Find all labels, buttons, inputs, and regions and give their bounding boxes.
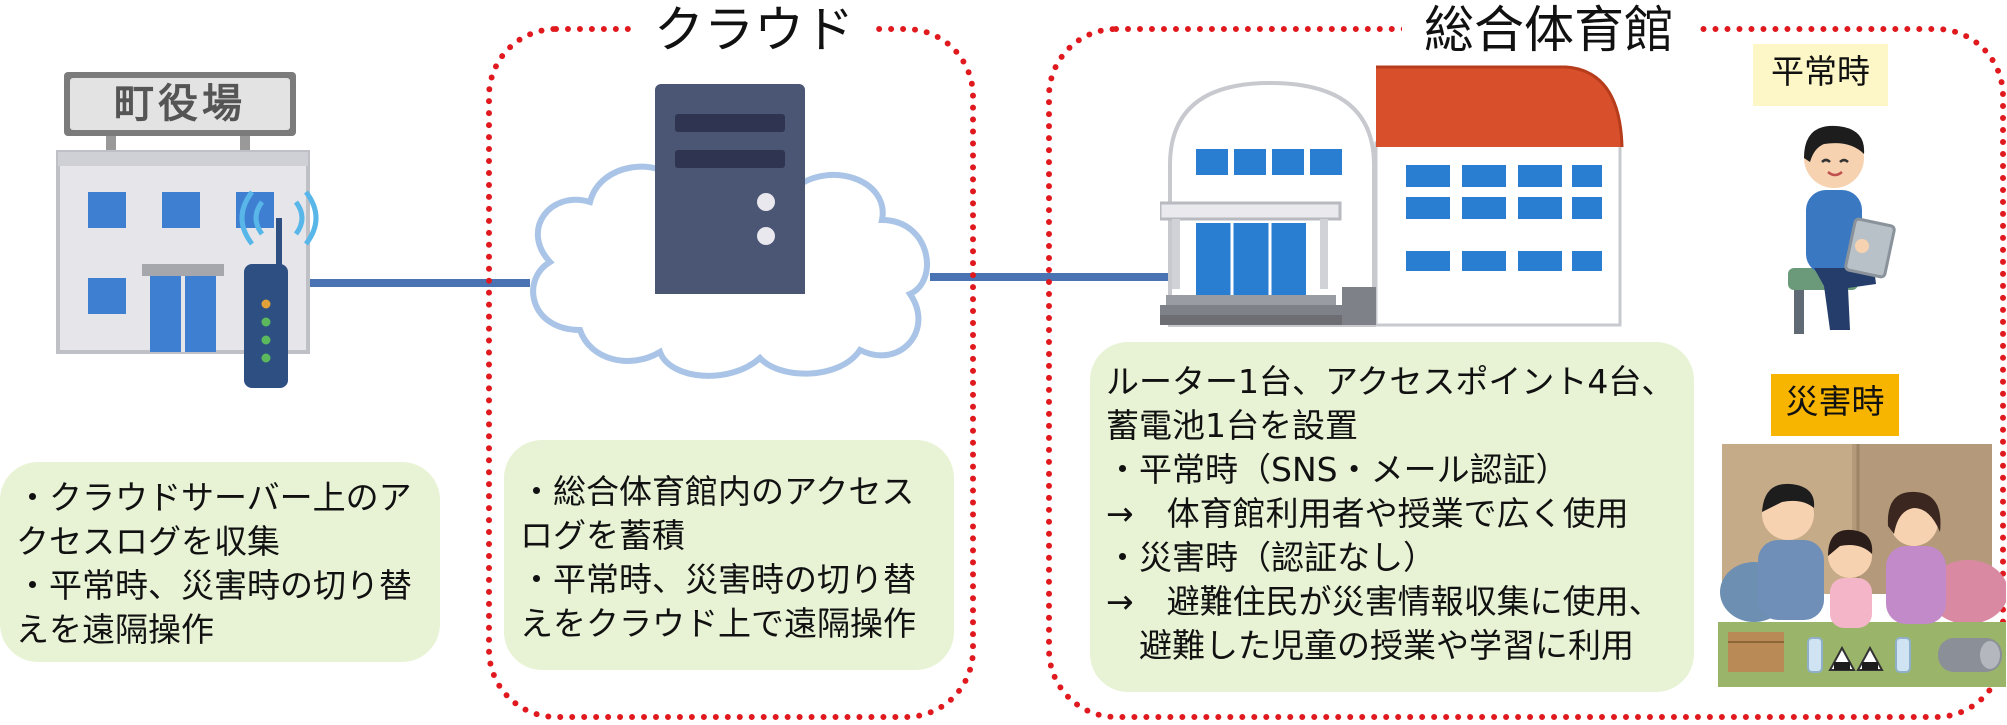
note-line: 避難した児童の授業や学習に利用 — [1106, 626, 1634, 665]
cloud-note: ・総合体育館内のアクセス ログを蓄積 ・平常時、災害時の切り替 えをクラウド上で… — [504, 440, 954, 670]
evacuee-family-icon — [1718, 444, 2007, 687]
note-line: 蓄電池1台を設置 — [1106, 406, 1358, 445]
gym-illustration — [1156, 55, 1630, 330]
note-line: ・平常時（SNS・メール認証） — [1106, 450, 1569, 489]
note-line: ・総合体育館内のアクセス — [520, 472, 915, 511]
note-line: → 体育館利用者や授業で広く使用 — [1106, 494, 1629, 533]
note-line: ・平常時、災害時の切り替 — [520, 560, 916, 599]
city-hall-sign-text: 町役場 — [114, 81, 246, 127]
person-with-tablet-icon — [1788, 125, 1896, 334]
disaster-time-label: 災害時 — [1771, 374, 1899, 436]
cloud-region-title: クラウド — [632, 0, 876, 60]
disaster-time-family-illustration — [1718, 442, 2007, 687]
note-line: えをクラウド上で遠隔操作 — [520, 604, 916, 643]
city-hall-note: ・クラウドサーバー上のア クセスログを収集 ・平常時、災害時の切り替 えを遠隔操… — [0, 462, 440, 662]
cloud-server-icon — [530, 84, 930, 379]
city-hall-illustration: 町役場 — [50, 68, 340, 428]
note-line: ・クラウドサーバー上のア — [16, 478, 412, 517]
note-line: クセスログを収集 — [16, 522, 280, 561]
connector-cloud-gym — [930, 273, 1200, 281]
note-line: えを遠隔操作 — [16, 610, 214, 649]
note-line: ・災害時（認証なし） — [1106, 538, 1436, 577]
note-line: ルーター1台、アクセスポイント4台、 — [1106, 362, 1675, 401]
note-line: → 避難住民が災害情報収集に使用、 — [1106, 582, 1662, 621]
normal-time-person-illustration — [1784, 118, 1904, 338]
note-line: ・平常時、災害時の切り替 — [16, 566, 412, 605]
connector-cityhall-cloud — [290, 279, 530, 287]
gym-region-title: 総合体育館 — [1402, 0, 1696, 60]
cloud-server-illustration — [510, 80, 950, 410]
note-line: ログを蓄積 — [520, 516, 685, 555]
normal-time-label: 平常時 — [1753, 44, 1888, 106]
city-hall-building-icon — [56, 72, 319, 388]
gym-note: ルーター1台、アクセスポイント4台、 蓄電池1台を設置 ・平常時（SNS・メール… — [1090, 342, 1694, 692]
gym-building-icon — [1156, 65, 1624, 327]
